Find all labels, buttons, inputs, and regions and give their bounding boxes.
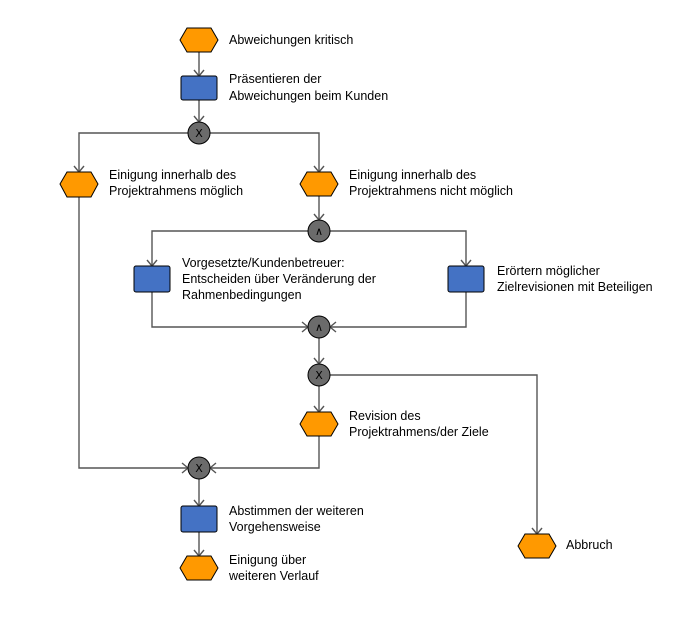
connector-circle bbox=[307, 363, 331, 387]
function-label-line1: Vorgesetzte/Kundenbetreuer: bbox=[182, 256, 345, 270]
event-hexagon bbox=[59, 171, 99, 198]
event-label-line1: Revision des bbox=[349, 409, 421, 423]
function-label-line2: Zielrevisionen mit Beteiligen bbox=[497, 280, 653, 294]
event-label-line1: Einigung über bbox=[229, 553, 306, 567]
connection-lines bbox=[73, 52, 543, 558]
event-einigung-moeglich: Einigung innerhalb des Projektrahmens mö… bbox=[59, 168, 243, 198]
connector-symbol: X bbox=[195, 462, 203, 475]
function-label-line2: Entscheiden über Veränderung der bbox=[182, 272, 376, 286]
event-hexagon bbox=[299, 411, 339, 437]
function-box bbox=[180, 505, 218, 533]
event-label: Abbruch bbox=[566, 538, 613, 552]
connector-circle bbox=[187, 456, 211, 480]
function-label-line1: Präsentieren der bbox=[229, 72, 321, 86]
connector-symbol: X bbox=[195, 127, 203, 140]
function-box bbox=[180, 75, 218, 101]
function-eroertern: Erörtern möglicher Zielrevisionen mit Be… bbox=[447, 264, 653, 294]
connector-symbol: ∧ bbox=[315, 321, 323, 334]
function-label-line2: Abweichungen beim Kunden bbox=[229, 89, 388, 103]
arrowheads bbox=[73, 69, 543, 558]
function-box bbox=[447, 265, 485, 293]
function-label-line3: Rahmenbedingungen bbox=[182, 288, 302, 302]
connector-circle bbox=[307, 219, 331, 243]
event-revision: Revision des Projektrahmens/der Ziele bbox=[299, 409, 489, 439]
function-label-line1: Erörtern möglicher bbox=[497, 264, 600, 278]
event-label-line2: Projektrahmens nicht möglich bbox=[349, 184, 513, 198]
xor-connector-split-2: X bbox=[307, 363, 331, 387]
connector-symbol: X bbox=[315, 369, 323, 382]
xor-connector-join: X bbox=[187, 456, 211, 480]
event-hexagon bbox=[517, 533, 557, 559]
and-connector-join: ∧ bbox=[307, 315, 331, 339]
event-label-line1: Einigung innerhalb des bbox=[349, 168, 476, 182]
function-abstimmen: Abstimmen der weiteren Vorgehensweise bbox=[180, 504, 364, 534]
event-hexagon bbox=[179, 555, 219, 581]
function-label-line1: Abstimmen der weiteren bbox=[229, 504, 364, 518]
function-label-line2: Vorgehensweise bbox=[229, 520, 321, 534]
event-label: Abweichungen kritisch bbox=[229, 33, 353, 47]
event-abbruch: Abbruch bbox=[517, 533, 613, 559]
event-label-line1: Einigung innerhalb des bbox=[109, 168, 236, 182]
function-vorgesetzte: Vorgesetzte/Kundenbetreuer: Entscheiden … bbox=[133, 256, 376, 302]
event-einigung-nicht-moeglich: Einigung innerhalb des Projektrahmens ni… bbox=[299, 168, 513, 198]
event-label-line2: Projektrahmens/der Ziele bbox=[349, 425, 489, 439]
event-label-line2: weiteren Verlauf bbox=[228, 569, 319, 583]
event-hexagon bbox=[179, 27, 219, 53]
connector-circle bbox=[307, 315, 331, 339]
function-praesentieren: Präsentieren der Abweichungen beim Kunde… bbox=[180, 72, 388, 103]
connector-circle bbox=[187, 121, 211, 145]
event-hexagon bbox=[299, 171, 339, 197]
event-einigung-verlauf: Einigung über weiteren Verlauf bbox=[179, 553, 319, 583]
xor-connector-split-1: X bbox=[187, 121, 211, 145]
event-label-line2: Projektrahmens möglich bbox=[109, 184, 243, 198]
and-connector-split: ∧ bbox=[307, 219, 331, 243]
function-box bbox=[133, 265, 171, 293]
connector-symbol: ∧ bbox=[315, 225, 323, 238]
event-abweichungen-kritisch: Abweichungen kritisch bbox=[179, 27, 353, 53]
